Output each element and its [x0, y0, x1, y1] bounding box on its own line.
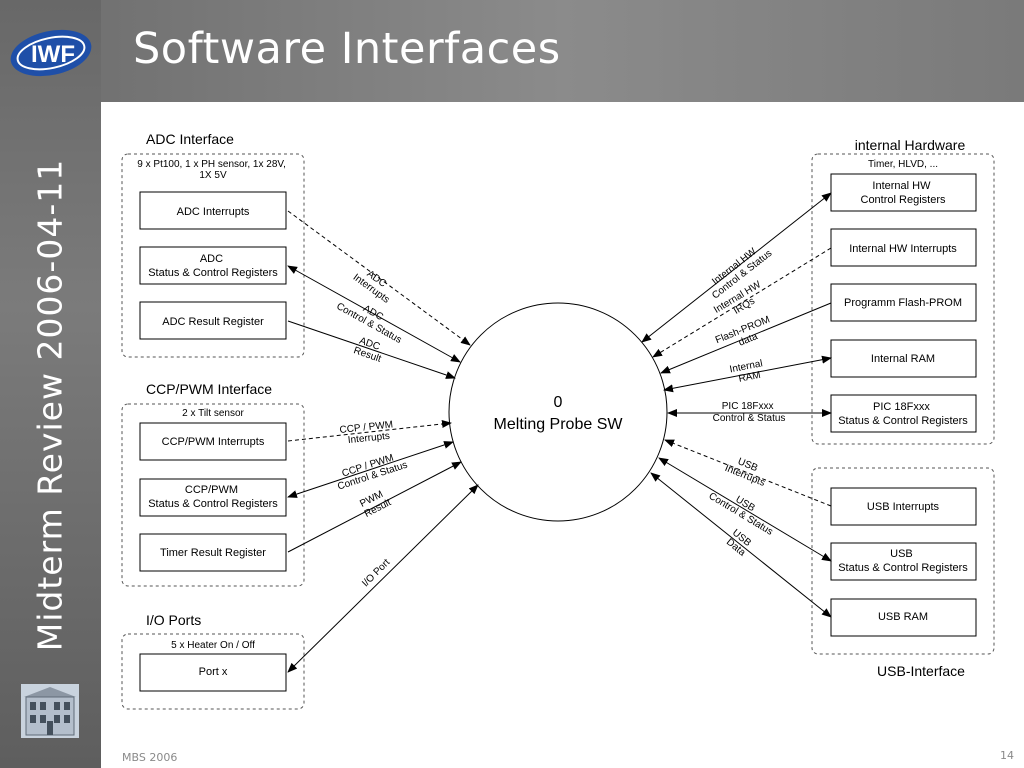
adc-subtitle-line: 9 x Pt100, 1 x PH sensor, 1x 28V, — [137, 159, 286, 170]
flow-text-line: PIC 18Fxxx — [722, 401, 774, 412]
box-text-line: CCP/PWM Interrupts — [162, 436, 265, 448]
svg-text:ADC Result Register: ADC Result Register — [162, 316, 264, 328]
box-text-line: Status & Control Registers — [148, 498, 278, 510]
box-timer-result: Timer Result Register — [139, 533, 287, 572]
flow-label-pic-control: PIC 18Fxxx Control & Status — [713, 401, 786, 424]
box-text-line: USB RAM — [878, 611, 928, 623]
center-process-label: Melting Probe SW — [494, 416, 624, 433]
flow-label-usb-interrupts: USB Interrupts — [723, 453, 770, 489]
box-internal-hw-control: Internal HW Control Registers — [830, 173, 977, 212]
box-usb-ram: USB RAM — [830, 598, 977, 637]
box-text-line: ADC Interrupts — [177, 206, 250, 218]
flow-label-adc-interrupts: ADC Interrupts — [351, 263, 398, 306]
svg-text:PIC 18Fxxx Status & Cont: PIC 18Fxxx Status & Control Registers — [838, 401, 968, 427]
internal-group-outline — [811, 153, 995, 445]
box-text-line: Programm Flash-PROM — [844, 297, 962, 309]
box-text-line: Timer Result Register — [160, 547, 266, 559]
usb-group-title: USB-Interface — [877, 663, 965, 679]
svg-text:Internal HW Interrupts: Internal HW Interrupts — [849, 243, 957, 255]
box-text-line: USB — [890, 548, 913, 560]
box-text-line: Internal HW Interrupts — [849, 243, 957, 255]
adc-group-subtitle: 9 x Pt100, 1 x PH sensor, 1x 28V, 1X 5V — [137, 159, 288, 181]
box-text-line: CCP/PWM — [185, 484, 238, 496]
flow-text-line: Interrupts — [347, 431, 390, 446]
svg-text:CCP/PWM Interrupts: CCP/PWM Interrupts — [162, 436, 265, 448]
center-process-circle — [448, 302, 668, 522]
sidebar-bar — [0, 0, 101, 768]
box-text-line: Internal RAM — [871, 353, 935, 365]
arrow-internal-hw-control — [641, 192, 832, 343]
box-ccp-status: CCP/PWM Status & Control Registers — [139, 478, 287, 517]
flow-label-pwm-result: PWM Result — [358, 487, 393, 520]
ccp-group-subtitle: 2 x Tilt sensor — [182, 408, 244, 419]
svg-text:Port x: Port x — [199, 666, 228, 678]
box-internal-hw-interrupts: Internal HW Interrupts — [830, 228, 977, 267]
internal-group-title: internal Hardware — [855, 137, 966, 153]
io-group-title: I/O Ports — [146, 612, 201, 628]
box-port-x: Port x — [139, 653, 287, 692]
box-text-line: Port x — [199, 666, 228, 678]
svg-text:Internal RAM: Internal RAM — [871, 353, 935, 365]
box-text-line: Status & Control Registers — [838, 562, 968, 574]
box-text-line: Control Registers — [861, 194, 946, 206]
svg-text:USB RAM: USB RAM — [878, 611, 928, 623]
arrow-io-port — [287, 484, 479, 673]
internal-group-subtitle: Timer, HLVD, ... — [868, 159, 938, 170]
building-icon — [21, 684, 79, 738]
arrow-adc-control — [287, 265, 461, 363]
flow-label-flash-data: Flash-PROM data — [714, 313, 778, 356]
ccp-group-title: CCP/PWM Interface — [146, 381, 272, 397]
box-text-line: ADC — [200, 253, 223, 265]
box-usb-status: USB Status & Control Registers — [830, 542, 977, 581]
flow-label-usb-control: USB Control & Status — [707, 481, 781, 537]
arrow-internal-ram — [663, 355, 832, 393]
flow-label-usb-data: USB Data — [723, 527, 755, 559]
box-text-line: PIC 18Fxxx — [873, 401, 930, 413]
logo-text: IWF — [31, 41, 75, 68]
svg-text:Programm Flash-PROM: Programm Flash-PROM — [844, 297, 962, 309]
box-text-line: ADC Result Register — [162, 316, 264, 328]
box-internal-ram: Internal RAM — [830, 339, 977, 378]
page-number: 14 — [1000, 749, 1014, 762]
usb-group-outline — [811, 467, 995, 655]
box-adc-result: ADC Result Register — [139, 301, 287, 340]
box-usb-interrupts: USB Interrupts — [830, 487, 977, 526]
svg-text:USB Interrupts: USB Interrupts — [867, 501, 940, 513]
arrow-usb-data — [650, 472, 832, 618]
box-adc-interrupts: ADC Interrupts — [139, 191, 287, 230]
svg-text:Internal HW Control Regi: Internal HW Control Registers — [861, 180, 946, 206]
flow-label-ccp-control: CCP / PWM Control & Status — [333, 449, 409, 492]
box-adc-status: ADC Status & Control Registers — [139, 246, 287, 285]
adc-group-outline — [121, 153, 305, 358]
footer-text: MBS 2006 — [122, 751, 178, 764]
svg-text:Timer Result Register: Timer Result Register — [160, 547, 266, 559]
header-bar — [0, 0, 1024, 102]
box-flash-prom: Programm Flash-PROM — [830, 283, 977, 322]
flow-label-internal-ram: Internal RAM — [729, 358, 769, 386]
box-pic-status: PIC 18Fxxx Status & Control Registers — [830, 394, 977, 433]
flow-text-line: RAM — [738, 370, 762, 385]
page-title: Software Interfaces — [133, 24, 561, 74]
flow-label-adc-control: ADC Control & Status — [334, 291, 408, 346]
arrow-adc-result — [287, 320, 456, 379]
svg-text:CCP/PWM Status & Control: CCP/PWM Status & Control Registers — [148, 484, 278, 510]
adc-subtitle-line: 1X 5V — [199, 170, 227, 181]
svg-text:ADC Status & Control Reg: ADC Status & Control Registers — [148, 253, 278, 279]
arrow-ccp-interrupts — [287, 420, 452, 442]
svg-text:USB Status & Control Reg: USB Status & Control Registers — [838, 548, 968, 574]
flow-text-line: Control & Status — [713, 413, 786, 424]
flow-label-ccp-interrupts: CCP / PWM Interrupts — [339, 419, 397, 447]
box-text-line: USB Interrupts — [867, 501, 940, 513]
box-ccp-interrupts: CCP/PWM Interrupts — [139, 422, 287, 461]
center-process-number: 0 — [554, 394, 563, 411]
box-text-line: Internal HW — [872, 180, 931, 192]
box-text-line: Status & Control Registers — [148, 267, 278, 279]
adc-group-title: ADC Interface — [146, 131, 234, 147]
box-text-line: Status & Control Registers — [838, 415, 968, 427]
svg-text:ADC Interrupts: ADC Interrupts — [177, 206, 250, 218]
flow-label-adc-result: ADC Result — [352, 335, 386, 365]
io-group-subtitle: 5 x Heater On / Off — [171, 640, 255, 651]
iwf-logo: IWF — [10, 29, 92, 77]
